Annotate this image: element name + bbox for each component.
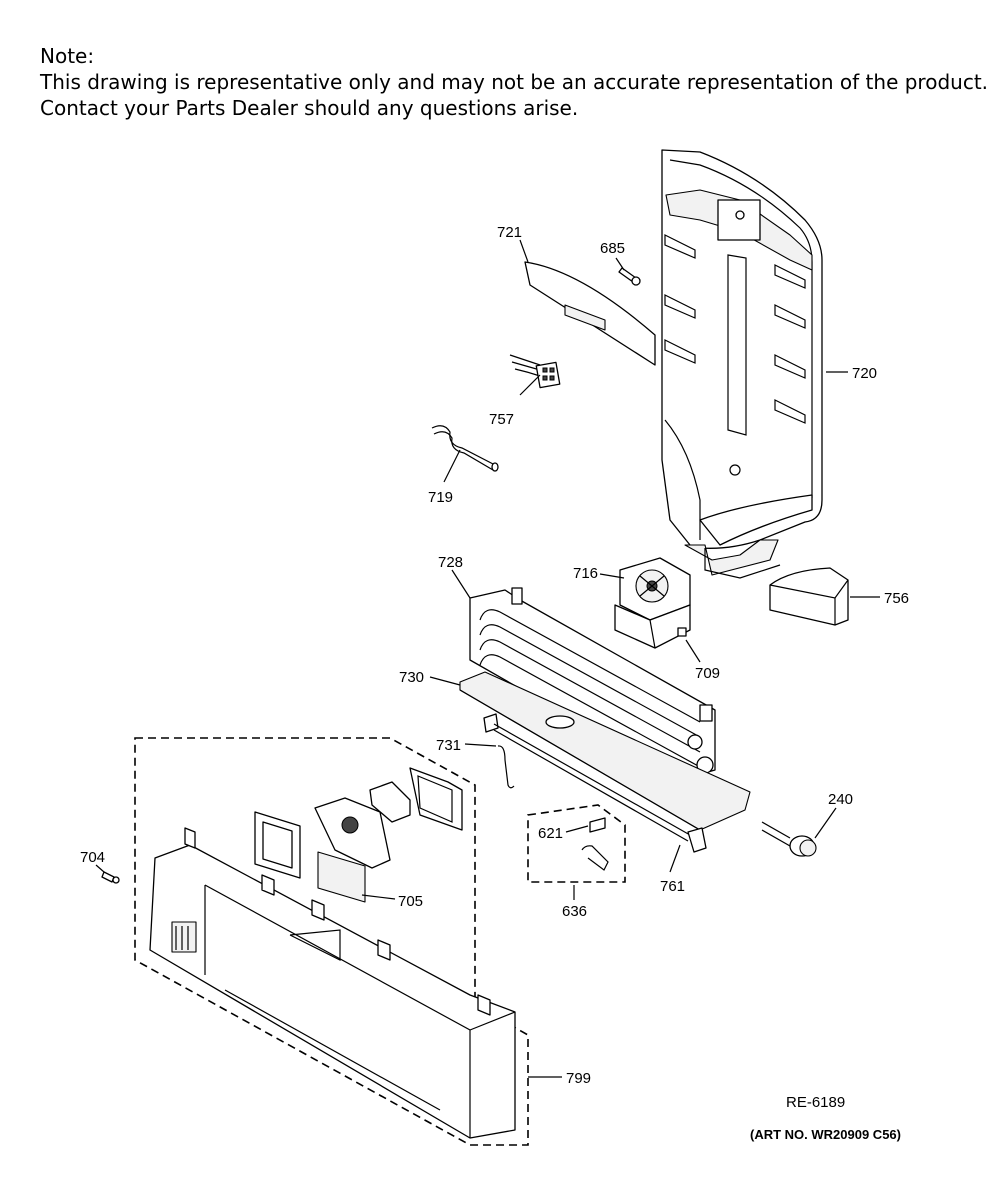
label-756: 756 (884, 590, 909, 607)
trim-721[interactable] (524, 261, 656, 366)
label-730: 730 (399, 669, 424, 686)
clip-731[interactable] (497, 745, 515, 789)
label-636: 636 (562, 903, 587, 920)
fan-motor-709[interactable] (614, 604, 691, 649)
label-731: 731 (436, 737, 461, 754)
note-heading: Note: (40, 44, 95, 68)
leader-lines (95, 239, 880, 1078)
label-757: 757 (489, 411, 514, 428)
kit-636[interactable] (527, 804, 626, 883)
heater-761[interactable] (483, 713, 707, 853)
art-number: (ART NO. WR20909 C56) (750, 1127, 901, 1142)
label-716: 716 (573, 565, 598, 582)
note-line-1: This drawing is representative only and … (40, 70, 989, 94)
label-720: 720 (852, 365, 877, 382)
assembly-799-outline (134, 737, 529, 1146)
evaporator-728[interactable] (469, 587, 716, 781)
label-709: 709 (695, 665, 720, 682)
fan-716[interactable] (619, 557, 691, 621)
screw-685[interactable] (618, 267, 641, 286)
label-704: 704 (80, 849, 105, 866)
note-line-2: Contact your Parts Dealer should any que… (40, 96, 579, 120)
harness-757[interactable] (509, 354, 561, 389)
label-721: 721 (497, 224, 522, 241)
label-761: 761 (660, 878, 685, 895)
duct-756[interactable] (769, 567, 849, 626)
sensor-719[interactable] (431, 425, 499, 472)
label-621: 621 (538, 825, 563, 842)
evaporator-cover-720[interactable] (661, 149, 823, 579)
label-240: 240 (828, 791, 853, 808)
screw-704[interactable] (101, 871, 120, 884)
label-799: 799 (566, 1070, 591, 1087)
label-685: 685 (600, 240, 625, 257)
housing-705[interactable] (149, 767, 516, 1139)
thermostat-240[interactable] (761, 821, 817, 857)
drain-pan-730[interactable] (459, 671, 751, 831)
label-705: 705 (398, 893, 423, 910)
label-728: 728 (438, 554, 463, 571)
label-719: 719 (428, 489, 453, 506)
reference-code: RE-6189 (786, 1094, 845, 1111)
